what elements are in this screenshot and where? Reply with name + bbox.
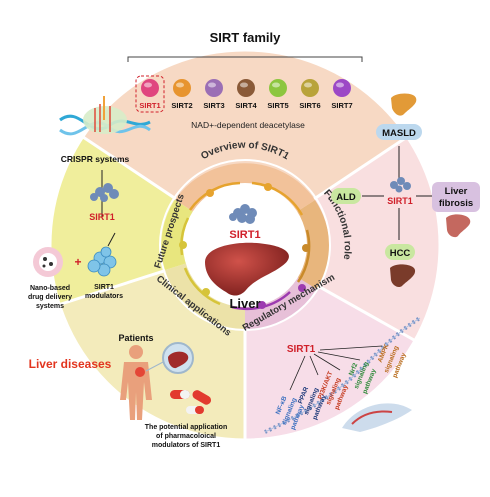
sirt-member-icon-4 — [237, 79, 255, 97]
sirt-member-icon-1 — [141, 79, 159, 97]
patients-label: Patients — [118, 333, 153, 343]
liver-icon — [205, 242, 289, 296]
sirt-family-panel: SIRT family SIRT1 SIRT2 SIRT3 SIRT4 SIRT5 SIR… — [127, 30, 363, 130]
masld-badge — [376, 124, 422, 140]
liver-icon-fibrosis — [446, 214, 471, 238]
clinical-applications-panel: Patients Liver diseases The potential ap… — [29, 333, 228, 449]
fibrosis-label-2: fibrosis — [439, 198, 473, 209]
nucleus-shape — [342, 403, 412, 432]
patient-figure-icon — [120, 345, 152, 420]
nano-label-1: Nano-based — [30, 285, 70, 292]
sector-functional-role — [245, 137, 440, 340]
sirt-member-label-7: SIRT7 — [331, 101, 352, 110]
application-label-3: modulators of SIRT1 — [152, 442, 221, 449]
ald-badge — [331, 188, 361, 204]
sirt-family-caption: NAD+-dependent deacetylase — [191, 120, 305, 130]
left-sirt1-label: SIRT1 — [89, 212, 115, 222]
ald-label: ALD — [336, 192, 356, 203]
ring-cycle-arrows — [180, 181, 311, 311]
sirt-member-icon-5 — [269, 79, 287, 97]
application-label-1: The potential application — [145, 424, 227, 431]
functional-sirt1-protein-icon — [390, 177, 411, 193]
functional-role-panel: MASLD SIRT1 ALD Liver fibrosis HCC — [331, 93, 480, 288]
pill-capsules-icon — [170, 390, 212, 414]
sirt-member-label-4: SIRT4 — [235, 101, 257, 110]
regulatory-mechanism-panel: SIRT1 NF-κB signaling pathway PPAR signa… — [264, 316, 422, 434]
sirt1-protein-icon — [90, 183, 119, 202]
hcc-label: HCC — [390, 248, 411, 259]
ampk-pathway: AMPK signaling pathway — [377, 343, 408, 379]
liver-icon-masld — [391, 93, 417, 116]
nanoparticle-icon — [33, 247, 63, 277]
modulator-cluster-icon — [87, 246, 117, 277]
center-liver-label: Liver — [229, 296, 260, 311]
sirt-member-icon-3 — [205, 79, 223, 97]
center-sirt1-label: SIRT1 — [229, 229, 260, 241]
center-hub: SIRT1 Liver — [205, 204, 289, 311]
functional-sirt1-label: SIRT1 — [387, 196, 413, 206]
pi3k-pathway: PI3K/AKT signaling pathway — [317, 370, 350, 410]
ring-dots — [179, 183, 310, 309]
sector-sirt-family — [83, 50, 407, 245]
liver-diseases-label: Liver diseases — [29, 357, 112, 371]
hcc-badge — [385, 244, 415, 260]
liver-icon-hcc — [390, 264, 416, 288]
svg-text:Nrf2: Nrf2 — [348, 362, 360, 377]
sirt-member-icon-6 — [301, 79, 319, 97]
fibrosis-badge — [432, 182, 480, 212]
fibrosis-label-1: Liver — [445, 186, 468, 197]
sirt-member-icon-2 — [173, 79, 191, 97]
masld-label: MASLD — [382, 128, 416, 139]
sirt-member-label-3: SIRT3 — [203, 101, 224, 110]
crispr-label: CRISPR systems — [61, 154, 130, 164]
nano-label-2: drug delivery — [28, 294, 72, 301]
sirt-member-label-6: SIRT6 — [299, 101, 320, 110]
sirt-member-label-2: SIRT2 — [171, 101, 192, 110]
sirt-family-title: SIRT family — [210, 30, 282, 45]
protein-icon — [229, 204, 257, 224]
nano-label-3: systems — [36, 303, 64, 310]
future-prospects-panel: CRISPR systems SIRT1 + Nano-based drug d… — [28, 96, 151, 310]
plus-sign: + — [74, 255, 81, 269]
sirt-member-label-5: SIRT5 — [267, 101, 288, 110]
regulatory-sirt1-label: SIRT1 — [287, 344, 316, 355]
sirt-member-label-1: SIRT1 — [139, 101, 160, 110]
application-label-2: of pharmacoloical — [156, 433, 216, 440]
sirt-member-icon-7 — [333, 79, 351, 97]
regulatory-connectors — [289, 345, 383, 391]
sirt1-highlight-box — [135, 75, 165, 113]
crispr-dna-icon — [59, 96, 151, 136]
modulators-label-2: modulators — [85, 293, 123, 300]
modulators-label-1: SIRT1 — [94, 284, 114, 291]
